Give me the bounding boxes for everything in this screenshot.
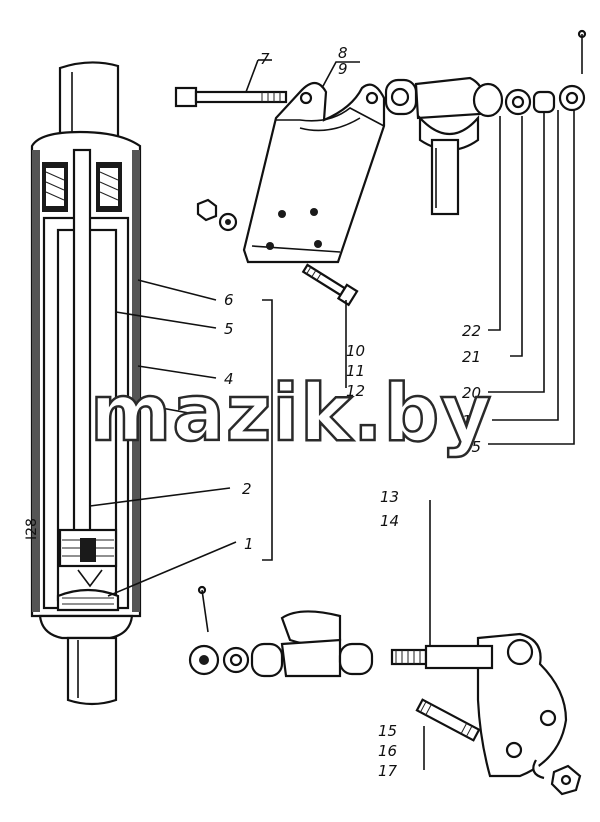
callout-13: 13	[380, 488, 399, 506]
callout-17: 17	[378, 762, 398, 780]
callout-12: 12	[346, 382, 365, 400]
callout-7: 7	[260, 50, 270, 68]
lower-joint	[188, 585, 374, 678]
callout-14: 14	[380, 512, 399, 530]
bottom-cap	[38, 614, 134, 640]
leader-lines	[89, 59, 575, 770]
callout-20: 20	[462, 384, 481, 402]
callout-5: 5	[224, 320, 234, 338]
washer-lower	[222, 646, 250, 674]
lower-stud	[415, 698, 481, 742]
callout-3: 3	[244, 410, 254, 428]
washer-21	[504, 88, 532, 116]
top-eye	[58, 61, 120, 140]
bolt-shank	[194, 90, 288, 104]
upper-bracket	[242, 81, 386, 264]
upper-joint	[384, 76, 586, 216]
bottom-eye	[66, 636, 118, 706]
bolt-head	[174, 86, 198, 108]
callout-10: 10	[346, 342, 365, 360]
top-split-pin	[577, 29, 587, 74]
lower-bracket	[390, 632, 582, 796]
callout-22: 22	[462, 322, 481, 340]
callout-4: 4	[224, 370, 234, 388]
shock-absorber	[30, 61, 142, 706]
lower-housing	[280, 638, 342, 678]
bushing-lower-left	[250, 642, 284, 678]
bracket-hole-2	[365, 91, 379, 105]
base-valve	[56, 588, 120, 612]
callout-2: 2	[242, 480, 252, 498]
bushing-lower-right	[338, 642, 374, 676]
ring-20	[532, 90, 556, 114]
callout-15: 15	[378, 722, 397, 740]
stud-thread	[390, 648, 428, 666]
callout-21: 21	[462, 348, 481, 366]
callout-8: 8	[338, 44, 348, 62]
casing-wall-left	[32, 150, 40, 612]
watermark: mazik.by	[90, 369, 492, 459]
stud-shank	[424, 644, 494, 670]
callout-1: 1	[244, 535, 254, 553]
callout-6: 6	[224, 291, 234, 309]
callout-16: 16	[378, 742, 397, 760]
callout-15-top: 15	[462, 438, 481, 456]
lower-nut	[550, 764, 582, 796]
side-label: I28	[24, 518, 40, 540]
rod-inner	[72, 148, 92, 542]
castle-nut-19	[558, 84, 586, 112]
bracket-bolt	[301, 263, 359, 307]
callout-9: 9	[338, 60, 348, 78]
lower-bracket-body	[476, 632, 568, 778]
callouts: 6 5 4 3 2 1 7 8 9 10 11 12 22 21 20 19 1…	[224, 44, 481, 780]
joint-bushing-22	[472, 82, 504, 118]
casing-wall-right	[132, 150, 140, 612]
callout-19: 19	[462, 412, 481, 430]
callout-11: 11	[346, 362, 365, 380]
long-bolt	[174, 86, 288, 108]
small-nuts	[196, 198, 238, 232]
bracket-hole-1	[299, 91, 313, 105]
bracket-body	[242, 81, 386, 264]
